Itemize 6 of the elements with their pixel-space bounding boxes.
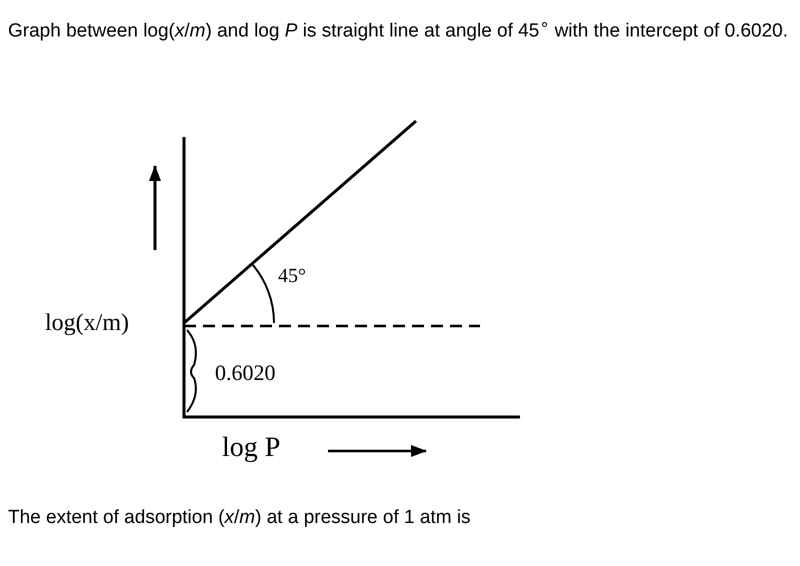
question-text: Graph between log(x/m) and log P is straight line at angle of 45$^{∘}$ with the intercept of 0.6020. bbox=[8, 15, 790, 44]
axis-label: log(x/m) bbox=[45, 310, 129, 337]
axis-label: log P bbox=[222, 432, 280, 464]
angle-label: 45° bbox=[278, 265, 306, 288]
question-text: The extent of adsorption (x/m) at a pressure of 1 atm is bbox=[8, 506, 472, 530]
intercept-label: 0.6020 bbox=[215, 360, 276, 386]
